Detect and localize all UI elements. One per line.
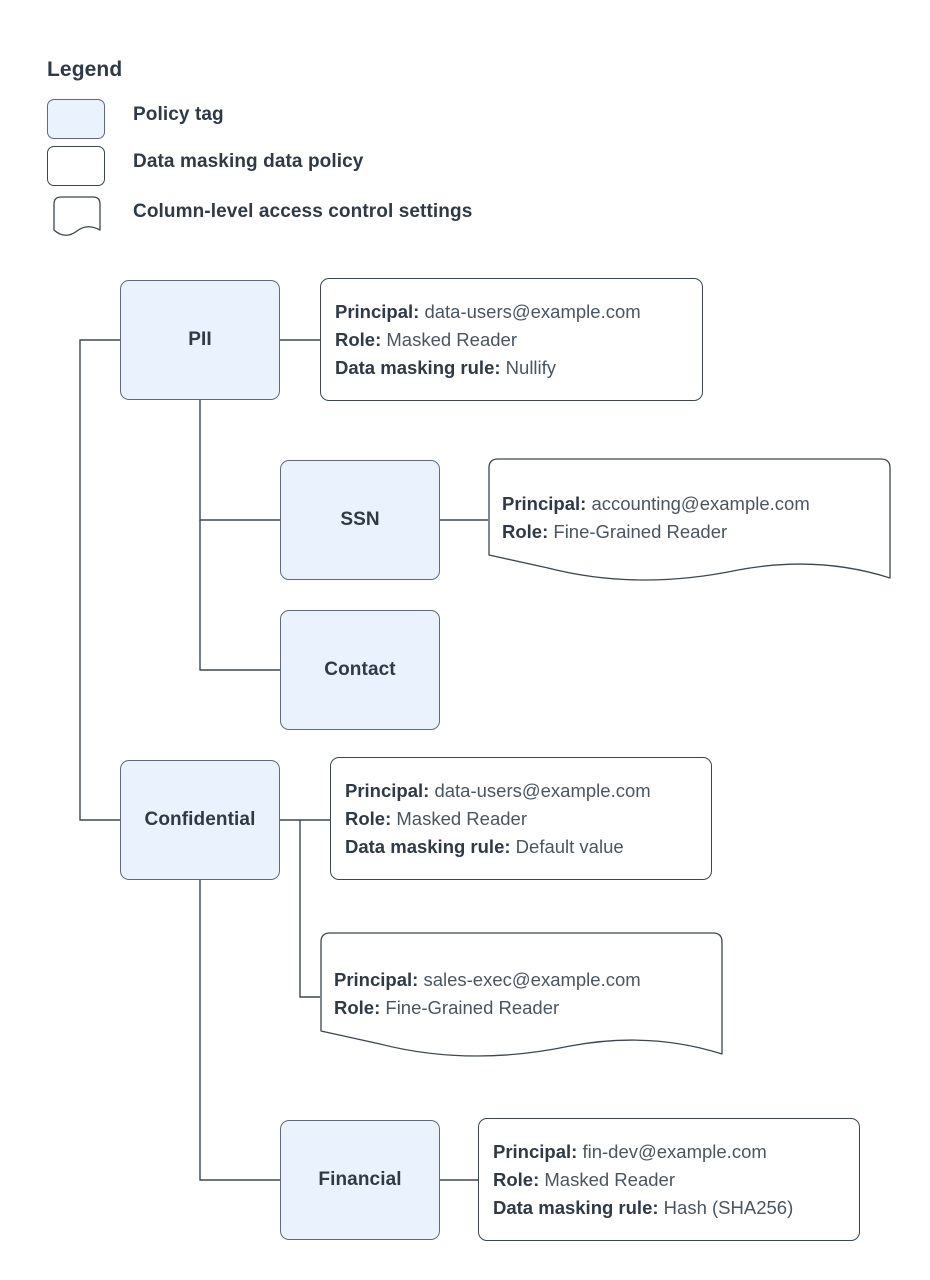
principal-line: Principal: accounting@example.com [502, 490, 810, 518]
masking-rule-line: Data masking rule: Hash (SHA256) [493, 1194, 845, 1222]
principal-value: data-users@example.com [424, 300, 641, 322]
role-label: Role: [345, 807, 392, 829]
masking-rule-value: Default value [515, 835, 624, 857]
principal-line: Principal: sales-exec@example.com [334, 966, 641, 994]
data-masking-policy-swatch [47, 146, 105, 186]
policy-tag-node-financial[interactable]: Financial [280, 1120, 440, 1240]
policy-tag-label: Financial [318, 1169, 402, 1190]
role-label: Role: [334, 997, 381, 1018]
principal-value: accounting@example.com [591, 493, 810, 514]
masking-rule-value: Hash (SHA256) [663, 1196, 794, 1218]
role-line: Role: Masked Reader [335, 326, 688, 354]
role-value: Masked Reader [396, 807, 527, 829]
role-label: Role: [335, 328, 382, 350]
data-masking-policy-pii[interactable]: Principal: data-users@example.com Role: … [320, 278, 703, 401]
masking-rule-value: Nullify [505, 356, 557, 378]
principal-value: fin-dev@example.com [582, 1140, 767, 1162]
document-shape-icon [53, 196, 101, 236]
role-line: Role: Masked Reader [493, 1166, 845, 1194]
policy-tag-node-ssn[interactable]: SSN [280, 460, 440, 580]
principal-label: Principal: [335, 300, 420, 322]
masking-rule-label: Data masking rule: [345, 835, 511, 857]
principal-line: Principal: data-users@example.com [335, 298, 688, 326]
role-label: Role: [502, 521, 549, 542]
principal-value: data-users@example.com [434, 779, 651, 801]
principal-label: Principal: [334, 969, 419, 990]
data-masking-policy-financial[interactable]: Principal: fin-dev@example.com Role: Mas… [478, 1118, 860, 1241]
access-control-settings-confidential[interactable]: Principal: sales-exec@example.com Role: … [320, 932, 724, 1064]
role-line: Role: Fine-Grained Reader [334, 994, 641, 1022]
role-value: Fine-Grained Reader [385, 997, 560, 1018]
role-label: Role: [493, 1168, 540, 1190]
policy-tag-swatch [47, 99, 105, 139]
policy-tag-node-contact[interactable]: Contact [280, 610, 440, 730]
policy-tag-label: Contact [324, 659, 396, 680]
role-value: Masked Reader [386, 328, 517, 350]
document-shape-icon [320, 932, 723, 1057]
masking-rule-label: Data masking rule: [335, 356, 501, 378]
column-access-control-swatch [47, 196, 107, 240]
masking-rule-label: Data masking rule: [493, 1196, 659, 1218]
access-control-settings-ssn[interactable]: Principal: accounting@example.com Role: … [488, 458, 892, 588]
principal-label: Principal: [345, 779, 430, 801]
legend-label-policy-tag: Policy tag [133, 104, 224, 125]
policy-tag-label: Confidential [144, 809, 256, 830]
principal-line: Principal: data-users@example.com [345, 777, 697, 805]
legend-label-data-masking-policy: Data masking data policy [133, 151, 364, 172]
policy-tag-node-confidential[interactable]: Confidential [120, 760, 280, 880]
principal-value: sales-exec@example.com [423, 969, 641, 990]
role-line: Role: Masked Reader [345, 805, 697, 833]
masking-rule-line: Data masking rule: Nullify [335, 354, 688, 382]
role-line: Role: Fine-Grained Reader [502, 518, 810, 546]
legend-title: Legend [47, 58, 123, 81]
masking-rule-line: Data masking rule: Default value [345, 833, 697, 861]
principal-line: Principal: fin-dev@example.com [493, 1138, 845, 1166]
role-value: Fine-Grained Reader [553, 521, 728, 542]
principal-label: Principal: [493, 1140, 578, 1162]
document-shape-icon [488, 458, 891, 581]
data-masking-policy-confidential[interactable]: Principal: data-users@example.com Role: … [330, 757, 712, 880]
role-value: Masked Reader [544, 1168, 675, 1190]
legend-label-column-access-control: Column-level access control settings [133, 201, 473, 222]
principal-label: Principal: [502, 493, 587, 514]
policy-tag-node-pii[interactable]: PII [120, 280, 280, 400]
policy-tag-label: PII [188, 329, 212, 350]
policy-tag-label: SSN [340, 509, 380, 530]
